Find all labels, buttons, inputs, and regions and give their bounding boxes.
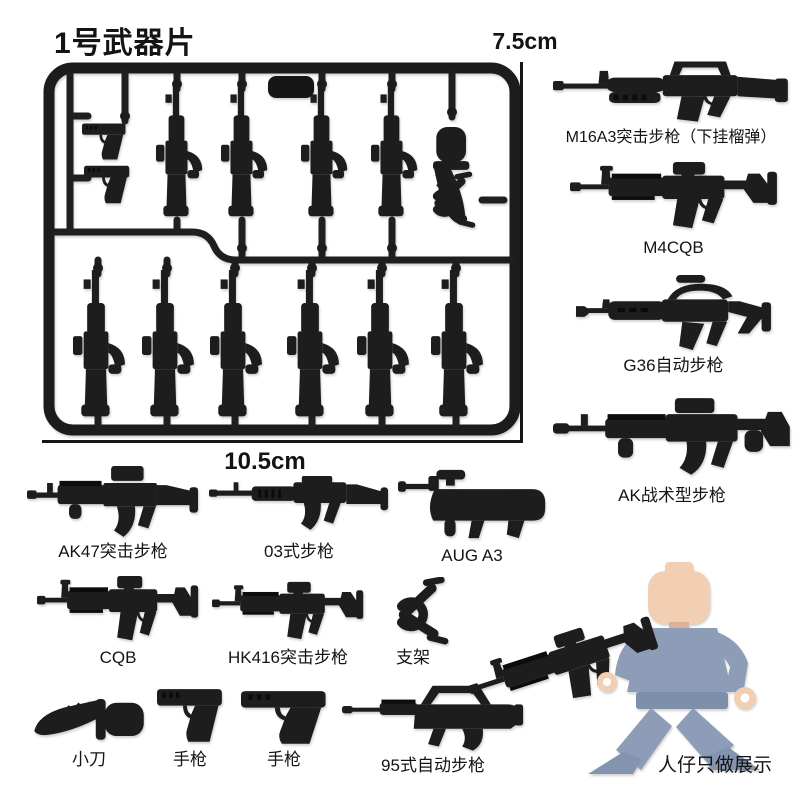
stand-bracket-image bbox=[368, 576, 458, 647]
weapon-card-g36: G36自动步枪 bbox=[556, 272, 791, 376]
pistol-image bbox=[148, 684, 232, 749]
weapon-card-ak47: AK47突击步枪 bbox=[24, 464, 202, 562]
sprue-parts bbox=[73, 86, 483, 417]
weapon-card-hk416: HK416突击步枪 bbox=[204, 580, 372, 668]
weapon-label-m4cqb: M4CQB bbox=[643, 237, 704, 257]
type03-rifle-image bbox=[206, 468, 392, 541]
weapon-card-m4cqb: M4CQB bbox=[556, 160, 791, 258]
weapon-card-ak-tactical: AK战术型步枪 bbox=[548, 390, 796, 506]
minifig-hands bbox=[597, 672, 756, 709]
minifig-feet bbox=[588, 747, 760, 774]
ak-tactical-rifle-image bbox=[548, 390, 796, 485]
knife-image bbox=[26, 692, 152, 749]
weapon-card-pistol-2: 手枪 bbox=[236, 688, 332, 770]
weapon-card-pistol-1: 手枪 bbox=[148, 684, 232, 770]
ak47-rifle-image bbox=[24, 464, 202, 541]
minifig-hips bbox=[636, 692, 728, 709]
weapon-card-cqb: CQB bbox=[34, 574, 202, 668]
weapon-card-knife: 小刀 bbox=[26, 692, 152, 770]
weapon-label-stand: 支架 bbox=[396, 647, 430, 667]
pistol-image bbox=[236, 688, 332, 749]
weapon-label-cqb: CQB bbox=[99, 647, 137, 667]
height-dimension-label: 7.5cm bbox=[492, 28, 558, 54]
weapon-label-type03: 03式步枪 bbox=[264, 541, 334, 561]
minifigure-display: 人仔只做展示 bbox=[455, 526, 800, 780]
minifig-neck bbox=[669, 622, 689, 630]
height-dimension-line bbox=[520, 62, 523, 442]
width-dimension-label: 10.5cm bbox=[224, 448, 306, 475]
weapon-card-type95: 95式自动步枪 bbox=[338, 684, 528, 776]
weapon-sprue-image bbox=[43, 62, 521, 436]
minifigure-image bbox=[460, 562, 760, 774]
weapon-card-m16a3: M16A3突击步枪（下挂榴弹） bbox=[546, 56, 796, 148]
page-title: 1号武器片 bbox=[54, 27, 196, 60]
width-dimension-line bbox=[42, 440, 523, 443]
m4cqb-rifle-image bbox=[556, 160, 791, 237]
m16a3-rifle-image bbox=[546, 56, 796, 128]
weapon-label-hk416: HK416突击步枪 bbox=[228, 647, 348, 667]
weapon-card-stand: 支架 bbox=[368, 576, 458, 668]
weapon-label-pistol-1: 手枪 bbox=[173, 749, 207, 769]
minifig-head bbox=[648, 571, 710, 624]
weapon-label-g36: G36自动步枪 bbox=[623, 355, 724, 375]
minifig-body bbox=[588, 562, 760, 774]
weapon-label-ak-tactical: AK战术型步枪 bbox=[618, 485, 726, 505]
weapon-label-type95: 95式自动步枪 bbox=[381, 755, 485, 775]
weapon-label-aug-a3: AUG A3 bbox=[441, 545, 503, 565]
cqb-rifle-image bbox=[34, 574, 202, 647]
weapon-label-knife: 小刀 bbox=[72, 749, 106, 769]
g36-rifle-image bbox=[556, 272, 791, 355]
weapon-label-m16a3: M16A3突击步枪（下挂榴弹） bbox=[565, 129, 777, 146]
sprue-gate-nodes bbox=[93, 79, 461, 273]
weapon-card-aug-a3: AUG A3 bbox=[396, 464, 548, 566]
weapon-card-type03: 03式步枪 bbox=[206, 468, 392, 562]
hk416-rifle-image bbox=[204, 580, 372, 647]
sprue-frame bbox=[43, 62, 521, 436]
sprue-tab bbox=[268, 76, 314, 98]
weapon-label-ak47: AK47突击步枪 bbox=[58, 541, 168, 561]
weapon-label-pistol-2: 手枪 bbox=[267, 749, 301, 769]
minifigure-label: 人仔只做展示 bbox=[657, 755, 772, 777]
